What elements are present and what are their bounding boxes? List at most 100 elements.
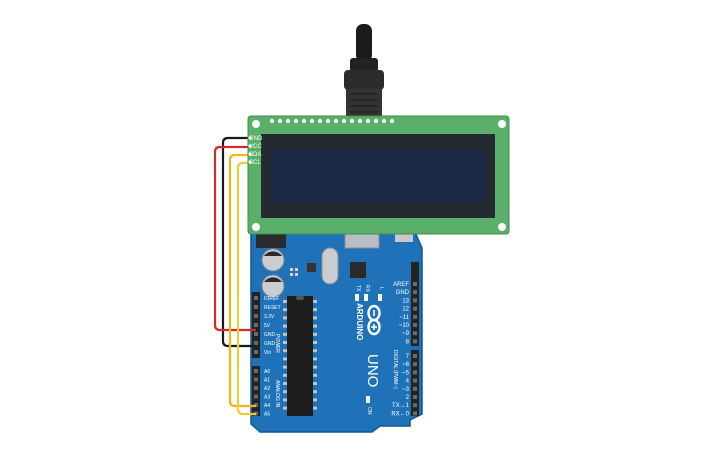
chip-leg (283, 349, 287, 353)
header-pin[interactable] (254, 369, 258, 373)
pin-label: 12 (402, 307, 409, 313)
lcd-pin-gnd[interactable] (248, 136, 252, 140)
mount-hole (498, 223, 506, 231)
pin-label: GND (264, 332, 276, 338)
pin-label: 8 (406, 339, 410, 345)
arduino-uno-board[interactable]: TX RX L ON ARDUINO UNO POWER ANALOG IN D… (250, 224, 423, 433)
pin-label: 13 (402, 298, 409, 304)
lcd-solder-pad (285, 118, 291, 124)
wire-sda[interactable] (228, 153, 256, 408)
lcd-pin-label: SCL (249, 160, 261, 166)
header-pin[interactable] (254, 386, 258, 390)
header-pin[interactable] (413, 331, 417, 336)
header-pin[interactable] (413, 362, 417, 367)
mount-hole (498, 120, 506, 128)
pin-label: ~3 (402, 387, 410, 393)
pin-label: TX→1 (392, 403, 410, 409)
header-pin[interactable] (413, 314, 417, 319)
led-label-rx: RX (364, 285, 370, 293)
chip-leg (313, 300, 317, 303)
header-pin[interactable] (413, 298, 417, 303)
chip-leg (283, 316, 287, 320)
analog-header (252, 366, 260, 416)
header-pin[interactable] (413, 282, 417, 286)
model-label: UNO (364, 354, 381, 387)
pin-label: Vin (264, 350, 271, 356)
header-pin[interactable] (413, 290, 417, 295)
lcd-pin-label: VCC (249, 144, 262, 150)
header-pin[interactable] (254, 332, 258, 336)
header-pin[interactable] (254, 314, 258, 318)
wires (213, 136, 256, 416)
header-pin[interactable] (413, 306, 417, 311)
chip-leg (283, 406, 287, 410)
pin-label: ~9 (402, 331, 410, 337)
chip-leg (313, 373, 317, 377)
pin-label: A1 (264, 378, 270, 384)
lcd-solder-pad (333, 118, 339, 124)
capacitor (261, 274, 285, 298)
pin-label: 5V (264, 323, 271, 329)
header-pin[interactable] (413, 411, 417, 416)
chip-leg (313, 332, 317, 336)
wire-gnd[interactable] (221, 136, 256, 348)
header-pin[interactable] (254, 394, 258, 399)
lcd-pin-label: GND (249, 136, 263, 142)
header-pin[interactable] (413, 323, 417, 327)
lcd-i2c-module[interactable]: GND VCC SDA SCL (247, 115, 510, 235)
chip-leg (283, 398, 287, 402)
pin-label: 2 (406, 395, 410, 401)
capacitor (261, 248, 285, 272)
analog-header-label: ANALOG IN (274, 380, 280, 408)
pin-label: A5 (264, 412, 270, 418)
pin-label: 3.3V (264, 314, 275, 320)
usb-chip (350, 262, 366, 278)
pin-label: A2 (264, 386, 270, 392)
chip-leg (313, 406, 317, 410)
lcd-solder-pad (389, 118, 395, 124)
header-pin[interactable] (413, 386, 417, 391)
header-pin[interactable] (254, 350, 258, 354)
power-header-label: POWER (274, 334, 280, 353)
pin-label: 7 (406, 354, 410, 360)
chip-leg (283, 324, 287, 328)
lcd-solder-pad (293, 118, 299, 124)
wire-vcc[interactable] (213, 145, 256, 332)
header-pin[interactable] (413, 378, 417, 383)
header-pin[interactable] (254, 296, 258, 300)
lcd-solder-pad (349, 118, 355, 124)
arduino-logo (367, 304, 381, 336)
chip-leg (313, 382, 317, 385)
mount-hole (252, 223, 260, 231)
lcd-pin-scl[interactable] (248, 160, 252, 164)
header-pin[interactable] (254, 377, 258, 382)
pin-label: 4 (406, 379, 410, 385)
chip-leg (283, 357, 287, 361)
header-pin[interactable] (413, 395, 417, 399)
pin-label: ~10 (399, 323, 410, 329)
pin-label: A4 (264, 403, 270, 409)
header-pin[interactable] (413, 339, 417, 344)
lcd-pin-label: SDA (249, 152, 261, 158)
atmega-chip (283, 296, 317, 416)
lcd-solder-pad (309, 118, 315, 124)
chip-leg (313, 308, 317, 312)
chip-leg (313, 357, 317, 361)
header-pin[interactable] (413, 354, 417, 358)
header-pin[interactable] (254, 341, 258, 345)
lcd-solder-pad (373, 118, 379, 124)
header-pin[interactable] (254, 323, 258, 327)
led-indicators (355, 294, 382, 403)
pin-label: GND (264, 341, 276, 347)
lcd-pin-sda[interactable] (248, 152, 252, 156)
wire-scl[interactable] (236, 161, 256, 416)
header-pin[interactable] (413, 370, 417, 375)
pin-label: GND (396, 290, 410, 296)
header-pin[interactable] (413, 403, 417, 408)
header-pin[interactable] (254, 305, 258, 309)
lcd-pin-vcc[interactable] (248, 144, 252, 148)
lcd-solder-pad (269, 118, 275, 124)
lcd-solder-pad (325, 118, 331, 124)
chip-leg (313, 365, 317, 369)
